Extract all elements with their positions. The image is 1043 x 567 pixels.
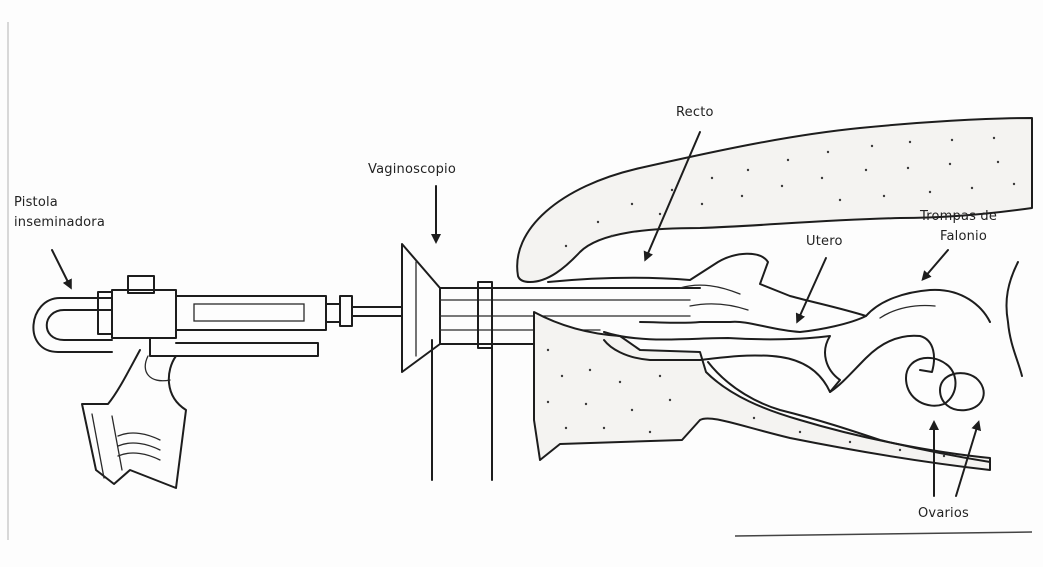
arrow-trompas	[924, 250, 948, 278]
label-ovarios: Ovarios	[918, 505, 969, 522]
label-trompas-line2: Falonio	[940, 228, 987, 245]
anatomy	[517, 118, 1032, 470]
label-trompas-line1: Trompas de	[920, 208, 997, 225]
arrow-utero	[798, 258, 826, 320]
insemination-gun	[33, 276, 402, 488]
label-pistola-line2: inseminadora	[14, 214, 105, 231]
label-recto: Recto	[676, 104, 714, 121]
label-pistola-line1: Pistola	[14, 194, 58, 211]
label-vaginoscopio: Vaginoscopio	[368, 161, 456, 178]
label-utero: Utero	[806, 233, 843, 250]
scan-line	[735, 532, 1032, 536]
arrow-pistola	[52, 250, 70, 286]
